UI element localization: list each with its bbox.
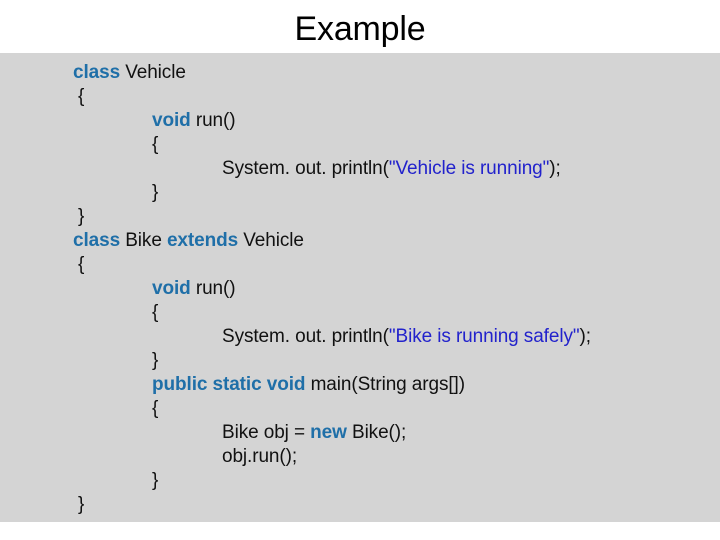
code-token-plain: } (78, 206, 85, 227)
code-token-keyword: public static void (152, 374, 306, 395)
code-token-plain: Vehicle (238, 230, 304, 251)
code-line: } (0, 181, 720, 205)
code-token-plain: ); (579, 326, 591, 347)
code-token-string: "Vehicle is running" (388, 158, 550, 179)
code-token-plain: { (152, 398, 159, 419)
code-line: class Vehicle (0, 61, 720, 85)
code-token-plain: } (78, 494, 85, 515)
code-line: System. out. println("Vehicle is running… (0, 157, 720, 181)
code-token-keyword: class (73, 62, 121, 83)
code-line: void run() (0, 277, 720, 301)
code-token-plain: run() (190, 110, 236, 131)
code-token-plain: System. out. println( (222, 326, 389, 347)
page-title: Example (294, 10, 426, 48)
code-line: { (0, 397, 720, 421)
code-token-plain: System. out. println( (222, 158, 389, 179)
code-line: public static void main(String args[]) (0, 373, 720, 397)
code-token-plain: obj.run(); (222, 446, 298, 467)
code-token-plain: { (152, 134, 159, 155)
code-line: { (0, 85, 720, 109)
code-token-plain: main(String args[]) (305, 374, 465, 395)
code-token-plain: } (152, 350, 159, 371)
code-line: System. out. println("Bike is running sa… (0, 325, 720, 349)
code-token-plain: } (152, 182, 159, 203)
code-token-keyword: extends (166, 230, 239, 251)
code-line: Bike obj = new Bike(); (0, 421, 720, 445)
code-token-string: "Bike is running safely" (388, 326, 580, 347)
code-line: void run() (0, 109, 720, 133)
code-line: { (0, 301, 720, 325)
code-token-plain: { (78, 254, 85, 275)
code-line: } (0, 349, 720, 373)
code-line: } (0, 205, 720, 229)
code-line: class Bike extends Vehicle (0, 229, 720, 253)
code-line: obj.run(); (0, 445, 720, 469)
code-line: } (0, 493, 720, 517)
code-line: } (0, 469, 720, 493)
code-token-plain: Bike (120, 230, 167, 251)
code-token-keyword: void (152, 110, 191, 131)
code-token-keyword: void (152, 278, 191, 299)
code-token-plain: } (152, 470, 159, 491)
code-token-plain: Vehicle (120, 62, 186, 83)
code-token-plain: Bike obj = (222, 422, 311, 443)
code-token-plain: { (78, 86, 85, 107)
code-token-keyword: new (310, 422, 347, 443)
code-token-plain: run() (190, 278, 236, 299)
code-line: { (0, 253, 720, 277)
code-token-plain: { (152, 302, 159, 323)
code-token-plain: Bike(); (346, 422, 407, 443)
code-token-plain: ); (549, 158, 561, 179)
code-line: { (0, 133, 720, 157)
code-token-keyword: class (73, 230, 121, 251)
code-block: class Vehicle{void run(){System. out. pr… (0, 53, 720, 522)
